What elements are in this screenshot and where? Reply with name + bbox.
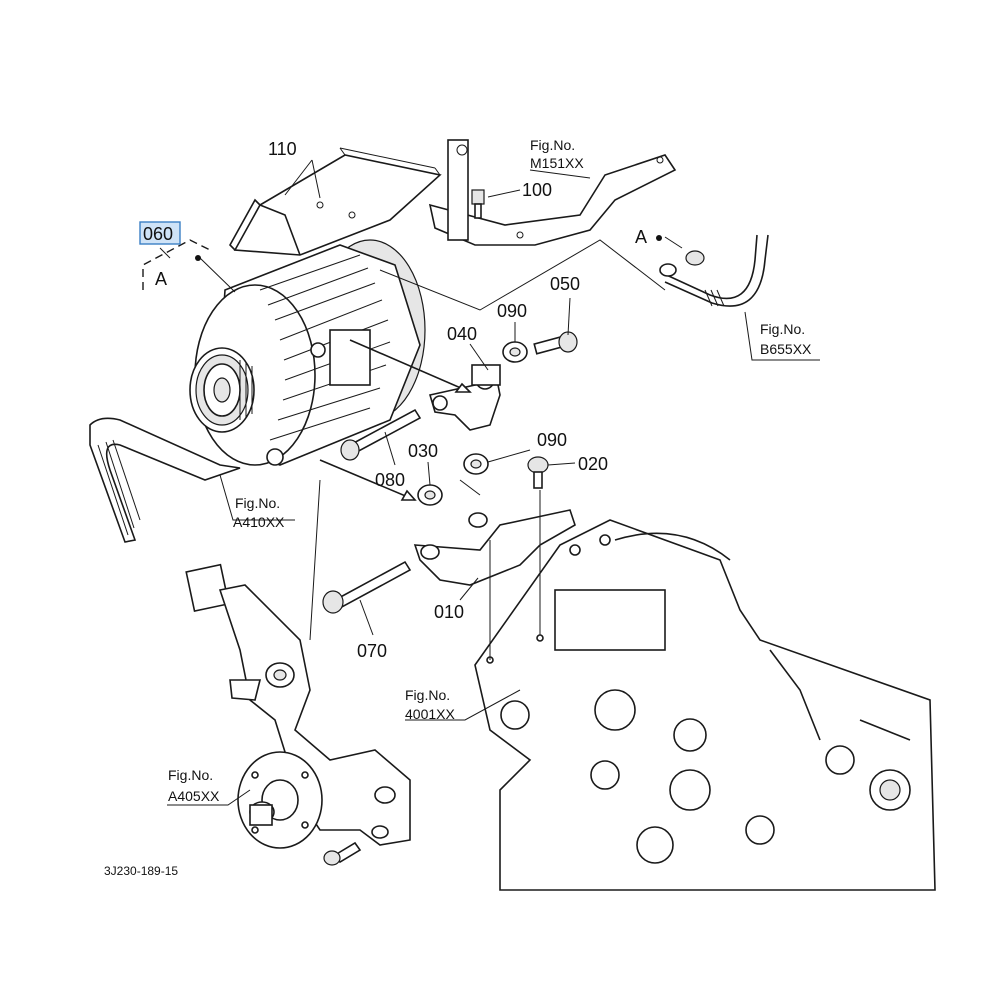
alternator [189,239,426,466]
label-080: 080 [375,470,405,490]
figure-references: Fig.No. M151XX Fig.No. B655XX Fig.No. A4… [168,137,812,804]
label-090-lower: 090 [537,430,567,450]
v-belt [89,417,241,543]
view-marker-dot-right [656,235,662,241]
bracket-040 [428,364,501,431]
fig-ref-m151-label: Fig.No. [530,137,575,153]
label-090-upper: 090 [497,301,527,321]
spacer-090-upper [502,341,528,363]
fig-ref-a410-code[interactable]: A410XX [233,514,285,530]
view-letter-left: A [155,269,167,289]
bolt-100 [471,189,485,219]
label-050: 050 [550,274,580,294]
fig-ref-4001-code[interactable]: 4001XX [405,706,455,722]
fig-ref-a405-label: Fig.No. [168,767,213,783]
view-letter-right: A [635,227,647,247]
label-040: 040 [447,324,477,344]
label-070: 070 [357,641,387,661]
fig-ref-m151-code[interactable]: M151XX [530,155,584,171]
leader-lines [142,159,820,806]
spacer-030 [417,484,443,506]
wiring-harness [659,234,769,307]
spacer-090-lower [463,453,489,475]
engine-block [474,519,936,891]
fig-ref-b655-code[interactable]: B655XX [760,341,812,357]
label-030: 030 [408,441,438,461]
heat-shield-plate [229,147,442,256]
drawing-code: 3J230-189-15 [104,864,178,878]
fig-ref-b655-label: Fig.No. [760,321,805,337]
fig-ref-4001-label: Fig.No. [405,687,450,703]
fig-ref-a410-label: Fig.No. [235,495,280,511]
fan-bracket [185,563,411,866]
label-110: 110 [268,139,297,159]
label-100: 100 [522,180,552,200]
label-010: 010 [434,602,464,622]
bolt-070 [322,560,412,614]
fig-ref-a405-code[interactable]: A405XX [168,788,220,804]
label-020: 020 [578,454,608,474]
part-labels: 110 100 060 A A 050 090 040 090 030 020 … [139,139,662,661]
bolt-080 [340,408,422,461]
bolt-050 [533,331,578,355]
label-060[interactable]: 060 [143,224,173,244]
bolt-020 [527,456,549,489]
view-marker-dot-left [195,255,201,261]
selected-part-highlight [139,221,181,245]
upper-mounting-bracket [428,139,677,246]
